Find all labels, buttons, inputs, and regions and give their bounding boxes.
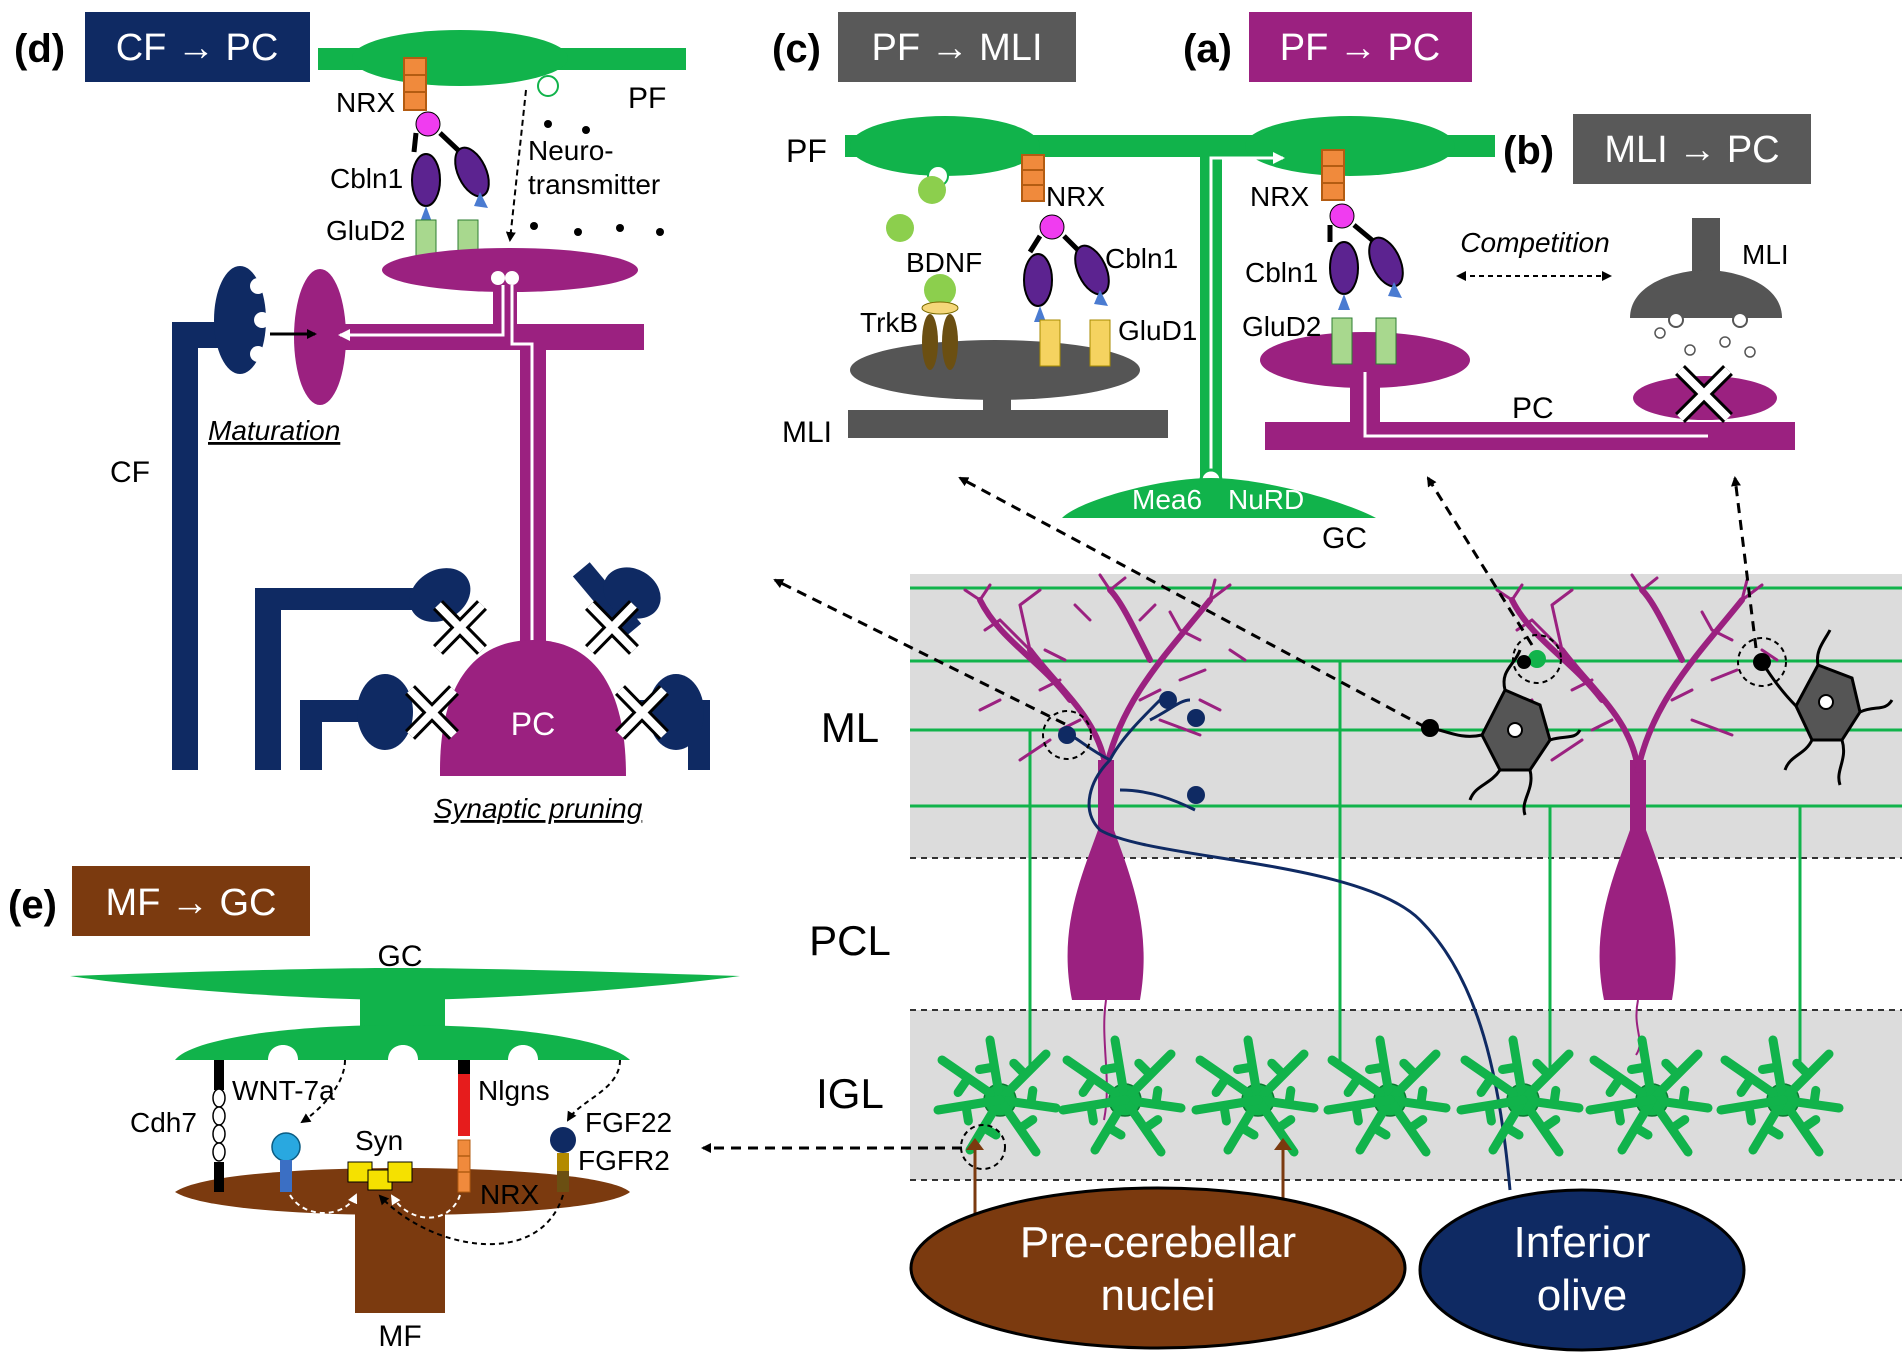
panel-e-header: (e) MF → GC	[8, 866, 310, 936]
panel-b-title: MLI → PC	[1604, 129, 1779, 171]
syn-label: Syn	[355, 1125, 403, 1156]
pf-label-d: PF	[628, 82, 666, 115]
nrx-label-d: NRX	[336, 87, 395, 118]
competition-label: Competition	[1460, 227, 1609, 258]
panel-c-title: PF → MLI	[871, 27, 1042, 69]
granule-cell	[1058, 1035, 1186, 1157]
neurotransmitter-label-1: Neuro-	[528, 135, 614, 166]
granule-cell	[933, 1035, 1061, 1157]
layer-label-igl: IGL	[816, 1070, 884, 1117]
inferior-olive	[1418, 1188, 1746, 1352]
mli-label-b: MLI	[1742, 239, 1789, 270]
panel-a-letter: (a)	[1183, 27, 1232, 71]
synaptic-pruning-label: Synaptic pruning	[434, 793, 643, 824]
parallel-fibers	[910, 586, 1902, 1070]
mli-label-c: MLI	[782, 416, 832, 449]
wnt7a-label: WNT-7a	[232, 1075, 335, 1106]
mea6-label: Mea6	[1132, 484, 1202, 515]
inferior-olive-label-2: olive	[1537, 1271, 1628, 1320]
granule-cell	[1191, 1035, 1319, 1157]
cbln1-label-d: Cbln1	[330, 163, 403, 194]
granule-cell	[1585, 1035, 1713, 1157]
bdnf-label: BDNF	[906, 247, 982, 278]
panel-d-title: CF → PC	[116, 27, 279, 69]
fgfr2-label: FGFR2	[578, 1145, 670, 1176]
igl-layer-band	[910, 1010, 1902, 1180]
precerebellar-label-2: nuclei	[1101, 1271, 1216, 1320]
glud2-label-a: GluD2	[1242, 311, 1321, 342]
inferior-olive-label-1: Inferior	[1514, 1218, 1651, 1267]
pc-label-b: PC	[1512, 392, 1554, 425]
panel-c-letter: (c)	[772, 27, 821, 71]
maturation-label: Maturation	[208, 415, 340, 446]
panel-d-cf-pc: PF Neuro- transmitter NRX Cbln1 GluD2	[110, 30, 710, 824]
panel-e-letter: (e)	[8, 883, 57, 927]
purkinje-cell-right	[1495, 573, 1779, 1056]
precerebellar-nuclei	[909, 1186, 1407, 1350]
granule-cell	[1456, 1035, 1584, 1157]
purkinje-cell-left	[963, 573, 1247, 1121]
gc-label-e: GC	[378, 940, 423, 973]
panel-b-header: (b) MLI → PC	[1503, 114, 1811, 184]
link-arrows	[701, 476, 1758, 1153]
panel-ac-pf-synapses: PF Mea6 NuRD GC MLI BDNF TrkB NRX	[782, 116, 1795, 555]
mli-cell-left	[1421, 634, 1582, 816]
nlgns-label: Nlgns	[478, 1075, 550, 1106]
nrx-label-c: NRX	[1046, 181, 1105, 212]
panel-e-title: MF → GC	[106, 882, 277, 924]
panel-e-mf-gc: GC MF Cdh7 WNT-7a Syn	[70, 940, 740, 1353]
pc-soma-label: PC	[511, 706, 555, 742]
trkb-label: TrkB	[860, 307, 918, 338]
cdh7-label: Cdh7	[130, 1107, 197, 1138]
panel-d-header: (d) CF → PC	[14, 12, 310, 82]
glud1-label: GluD1	[1118, 315, 1197, 346]
nrx-cbln1-glud2-complex-d: NRX Cbln1 GluD2	[326, 57, 490, 267]
nrx-cbln1-glud1-complex: NRX Cbln1 GluD1	[1021, 154, 1197, 367]
glud2-label-d: GluD2	[326, 215, 405, 246]
gc-label-top: GC	[1322, 522, 1367, 555]
pf-label: PF	[786, 133, 827, 169]
nrx-label-e: NRX	[480, 1179, 539, 1210]
mf-label: MF	[378, 1320, 421, 1353]
panel-a-header: (a) PF → PC	[1183, 12, 1472, 82]
nrx-label-a: NRX	[1250, 181, 1309, 212]
precerebellar-label-1: Pre-cerebellar	[1020, 1218, 1296, 1267]
fgf22-label: FGF22	[585, 1107, 672, 1138]
mli-cell-right	[1737, 629, 1894, 786]
neurotransmitter-label-2: transmitter	[528, 169, 660, 200]
layer-label-pcl: PCL	[809, 917, 891, 964]
panel-d-letter: (d)	[14, 27, 65, 71]
cf-label: CF	[110, 456, 150, 489]
layer-label-ml: ML	[821, 704, 879, 751]
mf-gc-highlight	[960, 1124, 1006, 1170]
pruning-crosses-d	[404, 600, 670, 740]
panel-a-title: PF → PC	[1280, 27, 1440, 69]
granule-cell	[1716, 1035, 1844, 1157]
cbln1-label-a: Cbln1	[1245, 257, 1318, 288]
cerebellar-layer-map: Pre-cerebellar nuclei Inferior olive ML …	[809, 573, 1902, 1352]
granule-cells	[933, 1035, 1844, 1157]
nurd-label: NuRD	[1228, 484, 1304, 515]
cbln1-label-c: Cbln1	[1105, 243, 1178, 274]
panel-c-header: (c) PF → MLI	[772, 12, 1076, 82]
panel-b-letter: (b)	[1503, 129, 1554, 173]
climbing-fiber	[1042, 691, 1512, 1191]
nrx-cbln1-glud2-complex-a: NRX Cbln1 GluD2	[1242, 149, 1404, 365]
granule-cell	[1323, 1035, 1451, 1157]
